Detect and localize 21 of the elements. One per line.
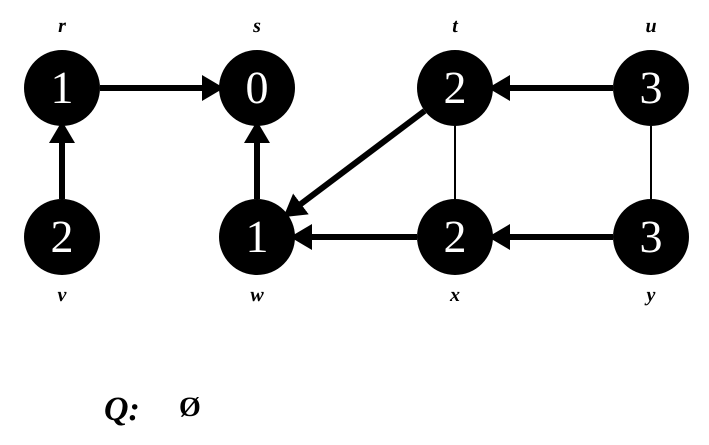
arrow	[283, 108, 426, 218]
vertex-label: w	[250, 285, 264, 305]
queue-label: Q:	[104, 393, 140, 427]
distance-value: 3	[640, 65, 662, 111]
distance-value: 2	[50, 214, 74, 260]
distance-value: 2	[444, 214, 466, 260]
vertex-label: v	[58, 285, 66, 305]
connector-line	[650, 126, 652, 199]
vertex-label: y	[646, 285, 656, 305]
vertex-label: r	[58, 16, 66, 36]
distance-value: 1	[246, 214, 268, 260]
vertex-label: x	[450, 285, 460, 305]
distance-value: 0	[246, 65, 268, 111]
distance-value: 1	[50, 65, 74, 111]
distance-value: 2	[444, 65, 466, 111]
vertex-label: s	[253, 16, 261, 36]
connector-line	[454, 126, 456, 199]
vertex-label: t	[452, 16, 458, 36]
distance-value: 3	[640, 214, 662, 260]
vertex-label: u	[645, 16, 657, 36]
empty-set-symbol: Ø	[179, 394, 201, 422]
